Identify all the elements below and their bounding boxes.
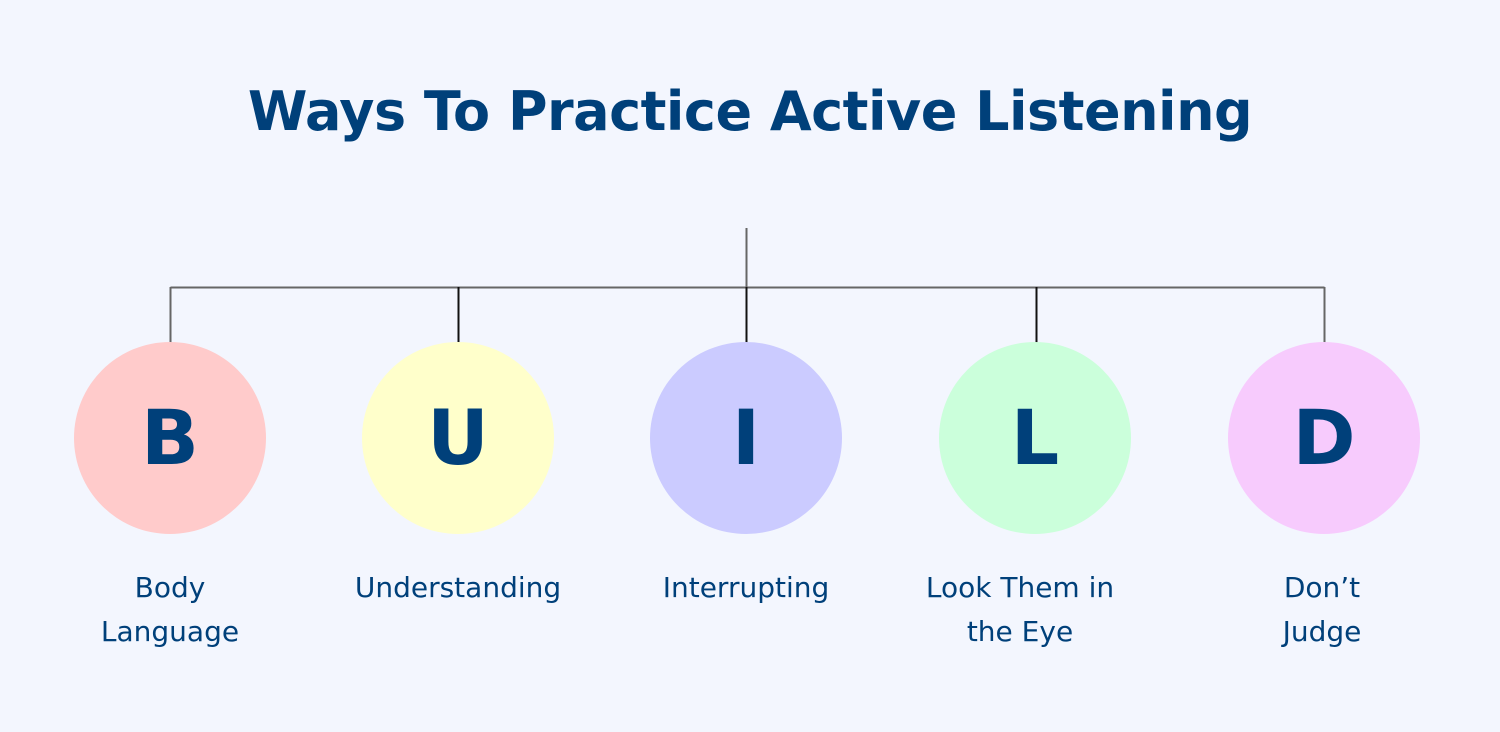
node-letter: I [731, 393, 761, 482]
label-line-1: Don’t [1283, 571, 1361, 604]
page-title: Ways To Practice Active Listening [247, 80, 1253, 143]
label-line-2: Language [100, 615, 240, 648]
node-u-label: Understanding [328, 566, 588, 610]
node-i-circle: I [650, 342, 842, 534]
node-l-circle: L [939, 342, 1131, 534]
node-u-circle: U [362, 342, 554, 534]
label-line-2: the Eye [966, 615, 1074, 648]
node-d-label: Don’t Judge [1192, 566, 1452, 654]
label-line-2: Judge [1282, 615, 1362, 648]
node-letter: L [1010, 393, 1060, 482]
node-b-label: Body Language [40, 566, 300, 654]
node-d-circle: D [1228, 342, 1420, 534]
node-letter: U [427, 393, 489, 482]
node-b-circle: B [74, 342, 266, 534]
node-l-label: Look Them in the Eye [890, 566, 1150, 654]
node-letter: B [141, 393, 199, 482]
node-i-label: Interrupting [616, 566, 876, 610]
label-line-1: Body [134, 571, 206, 604]
node-letter: D [1292, 393, 1356, 482]
label-line-1: Understanding [354, 571, 562, 604]
label-line-1: Interrupting [662, 571, 830, 604]
label-line-1: Look Them in [925, 571, 1115, 604]
